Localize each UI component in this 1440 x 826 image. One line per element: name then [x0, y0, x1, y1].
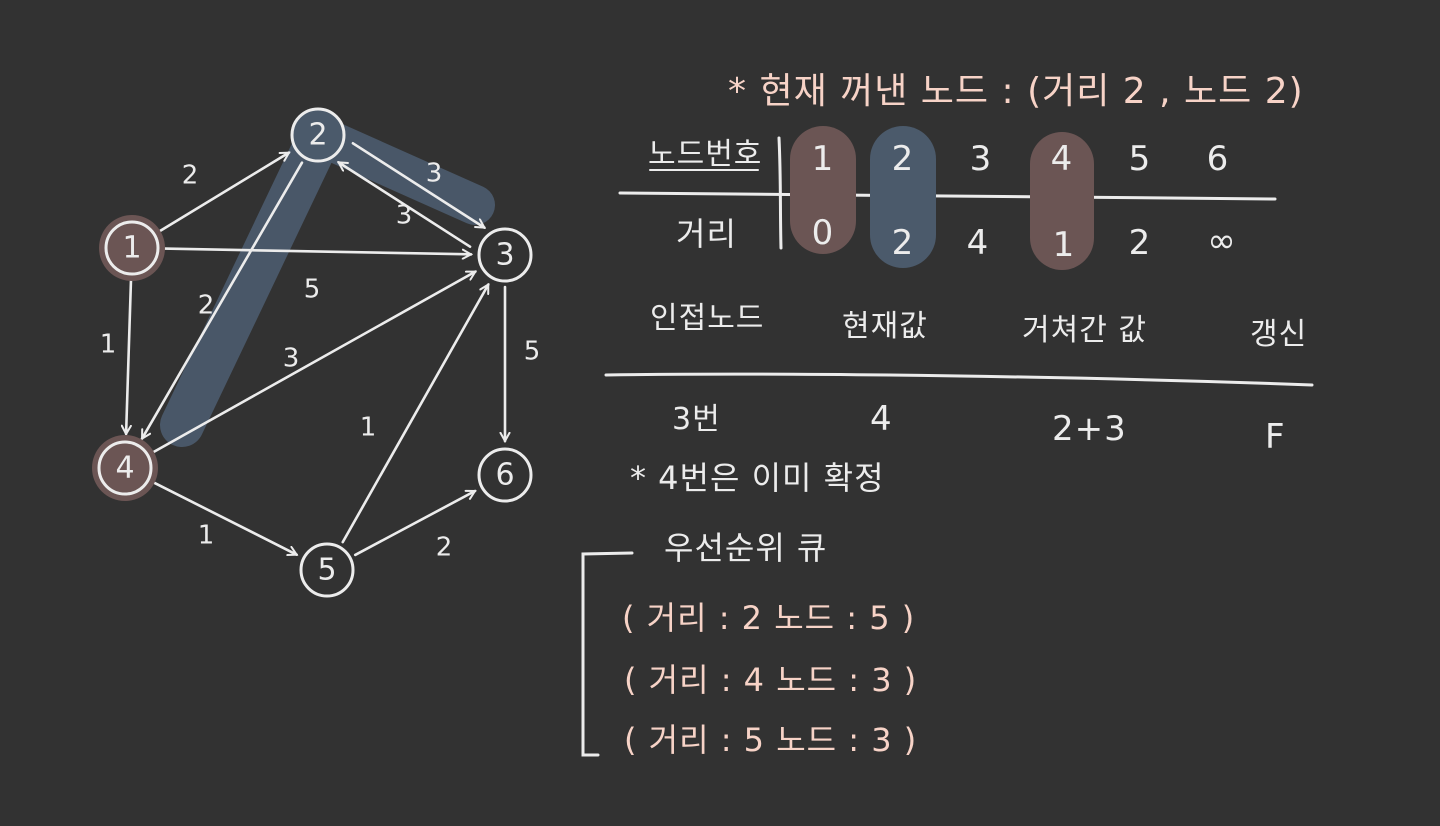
- edge-weight-2-to-3: 3: [426, 159, 443, 189]
- adj-header-via: 거쳐간 값: [1022, 313, 1147, 348]
- edge-1-to-3: [162, 247, 471, 255]
- table-distance-6: ∞: [1207, 221, 1237, 261]
- edge-weight-5-to-6: 2: [436, 533, 453, 563]
- node-3: [477, 227, 533, 283]
- node-highlights: [92, 215, 165, 501]
- edge-4-to-5: [152, 481, 297, 554]
- table-node-6: 6: [1206, 139, 1230, 179]
- priority-queue-item-3: ( 거리 : 5 노드 : 3 ): [624, 721, 918, 759]
- edge-weight-1-to-2: 2: [182, 161, 199, 191]
- node-label-1: 1: [122, 231, 141, 266]
- priority-queue-title: 우선순위 큐: [664, 529, 828, 567]
- current-node-note: * 현재 꺼낸 노드 : (거리 2 , 노드 2): [728, 71, 1304, 112]
- edge-2-to-4: [140, 161, 304, 439]
- edge-weight-1-to-4: 1: [100, 330, 117, 360]
- column-highlights: [790, 126, 1094, 270]
- table-node-5: 5: [1128, 139, 1152, 179]
- row-header-distance: 거리: [676, 215, 737, 253]
- edge-1-to-2: [158, 151, 289, 233]
- adj-header-node: 인접노드: [650, 301, 765, 336]
- adj-row-current: 4: [870, 399, 893, 439]
- adj-row-node: 3번: [672, 402, 721, 437]
- node-6: [477, 447, 533, 503]
- node-label-4: 4: [115, 451, 134, 486]
- table-distance-2: 2: [891, 223, 915, 263]
- adj-header-update: 갱신: [1250, 317, 1308, 352]
- node-2: [290, 107, 346, 163]
- edge-weight-4-to-3: 3: [283, 344, 300, 374]
- edge-3-to-2: [339, 161, 472, 249]
- edge-weight-3-to-2: 3: [396, 201, 413, 231]
- edge-weight-1-to-3: 5: [304, 275, 321, 305]
- table-node-2: 2: [891, 139, 915, 179]
- confirmed-note: * 4번은 이미 확정: [630, 459, 885, 497]
- table-node-1: 1: [811, 139, 835, 179]
- table-lines: [581, 136, 1314, 757]
- node-label-2: 2: [308, 118, 327, 153]
- edge-4-to-3: [151, 270, 475, 454]
- graph-nodes: 1 2 3 4 5 6: [97, 107, 533, 598]
- edge-weight-4-to-5: 1: [198, 521, 215, 551]
- table-node-4: 4: [1050, 139, 1074, 179]
- node-label-5: 5: [317, 553, 336, 588]
- row-header-node: 노드번호: [648, 137, 763, 172]
- node-5: [299, 542, 355, 598]
- node-4: [97, 440, 153, 496]
- adj-header-current: 현재값: [842, 309, 928, 344]
- priority-queue-item-2: ( 거리 : 4 노드 : 3 ): [624, 661, 918, 699]
- edge-weight-5-to-3: 1: [360, 413, 377, 443]
- table-distance-4: 1: [1052, 225, 1076, 265]
- edge-1-to-4: [126, 278, 133, 434]
- node-label-6: 6: [495, 458, 514, 493]
- table-distance-3: 4: [966, 223, 990, 263]
- adj-row-via: 2+3: [1052, 409, 1127, 449]
- table-distance-5: 2: [1128, 223, 1152, 263]
- node-1: [104, 220, 160, 276]
- edge-5-to-3: [341, 285, 490, 544]
- edge-5-to-6: [353, 489, 475, 557]
- table-distance-1: 0: [811, 213, 835, 253]
- node-label-3: 3: [495, 238, 514, 273]
- edge-2-to-3: [351, 141, 484, 229]
- table-node-3: 3: [969, 139, 993, 179]
- adj-row-update: F: [1265, 417, 1286, 457]
- edge-weight-3-to-6: 5: [524, 337, 541, 367]
- priority-queue-item-1: ( 거리 : 2 노드 : 5 ): [622, 599, 916, 637]
- edge-weight-2-to-4: 2: [198, 291, 215, 321]
